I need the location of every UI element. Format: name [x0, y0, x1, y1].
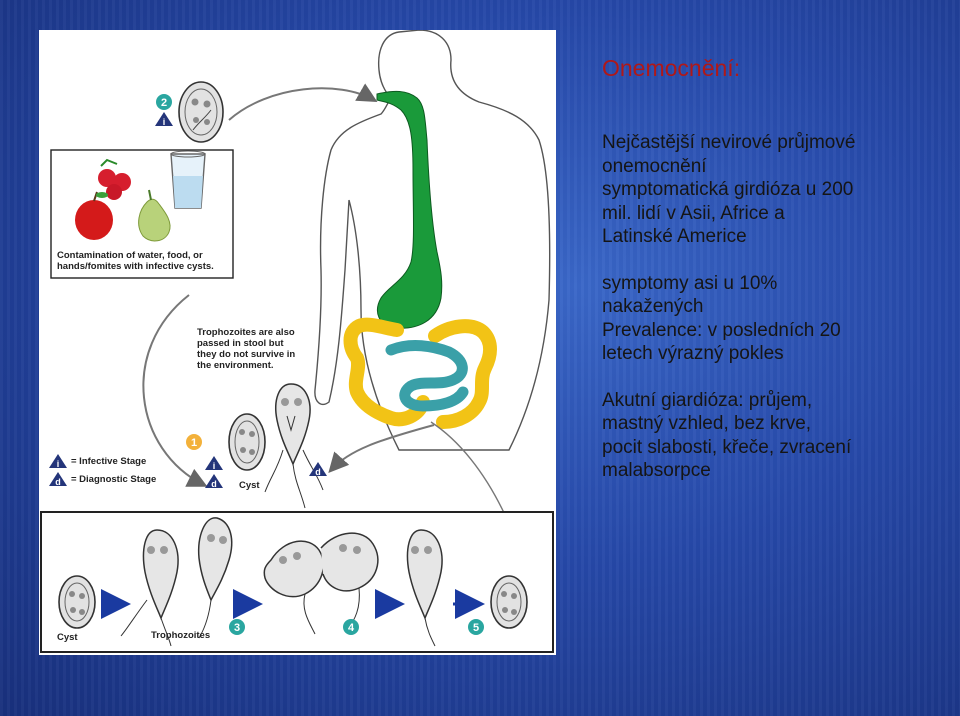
- diagram-graphics: 2 1 3 4 5 i i d: [40, 30, 554, 653]
- trophozoite-note: Trophozoites are also passed in stool bu…: [197, 327, 295, 371]
- paragraph-line: letech výrazný pokles: [602, 343, 784, 364]
- paragraph-line: pocit slabosti, křeče, zvracení: [602, 436, 852, 458]
- large-intestine: [343, 317, 497, 429]
- legend-diagnostic-text: = Diagnostic Stage: [71, 474, 157, 485]
- contamination-caption-line: hands/fomites with infective cysts.: [57, 261, 214, 272]
- svg-text:d: d: [211, 479, 217, 489]
- trophozoite-note-line: passed in stool but: [197, 338, 284, 349]
- cyst-bottom: [58, 575, 96, 629]
- paragraph-symptoms: Akutní giardióza: průjem, mastný vzhled,…: [602, 389, 942, 483]
- bottom-trophozoites-label: Trophozoites: [151, 630, 211, 641]
- paragraph-line: malabsorpce: [602, 460, 711, 481]
- cyst-middle: [228, 413, 266, 471]
- paragraph-line: symptomy asi u 10%: [602, 272, 778, 294]
- legend-infective-icon: i: [49, 454, 67, 469]
- diagnostic-icon-trophozoite: d: [309, 462, 327, 477]
- cyst-top: [178, 81, 224, 143]
- diagnostic-icon-cyst: d: [205, 474, 223, 489]
- contamination-caption: Contamination of water, food, or hands/f…: [57, 250, 214, 272]
- giardia-life-cycle-diagram: 2 1 3 4 5 i i d: [39, 30, 556, 655]
- svg-text:i: i: [163, 117, 166, 127]
- paragraph-line: mil. lidí v Asii, Africe a: [602, 202, 785, 224]
- svg-text:4: 4: [348, 622, 355, 634]
- contamination-caption-line: Contamination of water, food, or: [57, 250, 203, 261]
- svg-text:3: 3: [234, 622, 240, 634]
- paragraph-line: Nejčastější nevirové průjmové: [602, 132, 856, 153]
- small-intestine: [385, 340, 469, 412]
- infective-icon-top: i: [155, 112, 173, 127]
- trophozoite-note-line: Trophozoites are also: [197, 327, 295, 338]
- paragraph-line: Akutní giardióza: průjem,: [602, 389, 813, 411]
- step-badge-1: 1: [186, 434, 202, 450]
- trophozoite-note-line: they do not survive in: [197, 349, 296, 360]
- svg-text:5: 5: [473, 622, 479, 634]
- glass-of-water-icon: [170, 150, 206, 209]
- trophozoite-bottom-dividing: [263, 532, 379, 635]
- legend-diagnostic-icon: d: [49, 472, 67, 487]
- cycle-arrow-left: [142, 294, 208, 487]
- pear-icon: [138, 189, 171, 242]
- raspberries-icon: [98, 158, 131, 200]
- apple-icon: [75, 191, 113, 240]
- trophozoite-bottom-1: [120, 529, 179, 647]
- step-badge-3: 3: [229, 619, 245, 635]
- text-panel: Onemocnění: Nejčastější nevirové průjmov…: [602, 55, 942, 506]
- paragraph-epidemiology: Nejčastější nevirové průjmové onemocnění…: [602, 131, 942, 249]
- svg-text:1: 1: [191, 437, 197, 449]
- paragraph-prevalence: symptomy asi u 10% nakažených Prevalence…: [602, 272, 942, 366]
- svg-text:i: i: [57, 459, 60, 469]
- step-badge-4: 4: [343, 619, 359, 635]
- paragraph-line: nakažených: [602, 296, 704, 317]
- svg-text:2: 2: [161, 97, 167, 109]
- paragraph-line: mastný vzhled, bez krve,: [602, 413, 812, 434]
- cyst-label: Cyst: [239, 480, 260, 491]
- svg-text:d: d: [315, 467, 321, 477]
- paragraph-line: Latinské Americe: [602, 226, 747, 247]
- infective-icon-cyst: i: [205, 456, 223, 471]
- paragraph-line: Prevalence: v posledních 20: [602, 319, 841, 341]
- svg-text:d: d: [55, 477, 61, 487]
- cycle-arrow-right: [328, 424, 435, 473]
- paragraph-line: onemocnění: [602, 155, 707, 177]
- bottom-cyst-label: Cyst: [57, 632, 78, 643]
- step-badge-5: 5: [468, 619, 484, 635]
- trophozoite-middle: [264, 383, 324, 509]
- cyst-bottom-right: [490, 575, 528, 629]
- trophozoite-bottom-2: [197, 517, 233, 639]
- slide-title: Onemocnění:: [602, 55, 741, 81]
- trophozoite-bottom-3: [406, 529, 443, 647]
- svg-text:i: i: [213, 461, 216, 471]
- paragraph-line: symptomatická girdióza u 200: [602, 179, 854, 200]
- trophozoite-note-line: the environment.: [197, 360, 274, 371]
- step-badge-2: 2: [156, 94, 172, 110]
- cycle-arrow-top: [228, 83, 378, 121]
- legend-infective-text: = Infective Stage: [71, 456, 147, 467]
